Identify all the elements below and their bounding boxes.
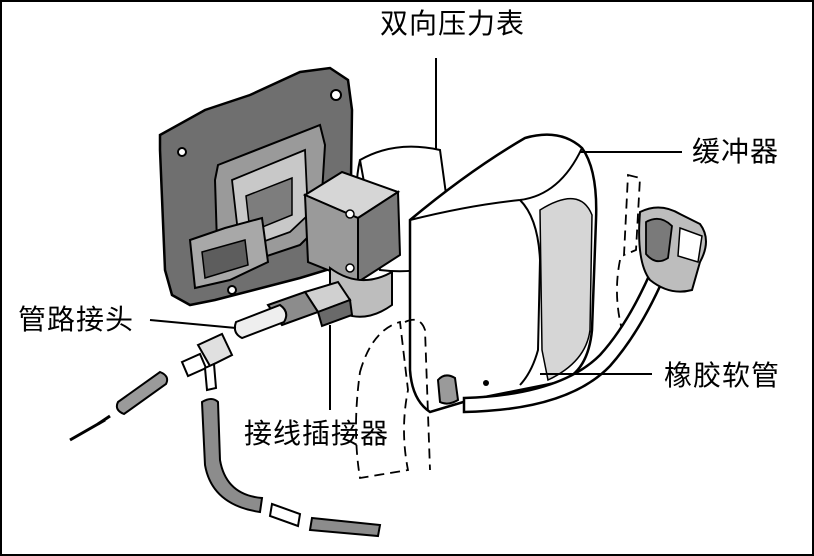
leader-line-fitting [149, 319, 237, 329]
buffer-body [408, 133, 682, 414]
sensor-cube [302, 170, 402, 318]
vertical-hose [200, 398, 382, 538]
gauge-housing [158, 66, 354, 307]
label-wire-connector: 接线插接器 [244, 417, 390, 450]
label-buffer: 缓冲器 [692, 135, 780, 168]
label-pressure-gauge: 双向压力表 [380, 7, 526, 40]
label-pipe-fitting: 管路接头 [18, 303, 135, 336]
pipe-fitting-assembly [69, 303, 288, 442]
hose-clamp [638, 206, 707, 293]
label-rubber-hose: 橡胶软管 [664, 359, 781, 392]
wire-plug [266, 280, 354, 410]
